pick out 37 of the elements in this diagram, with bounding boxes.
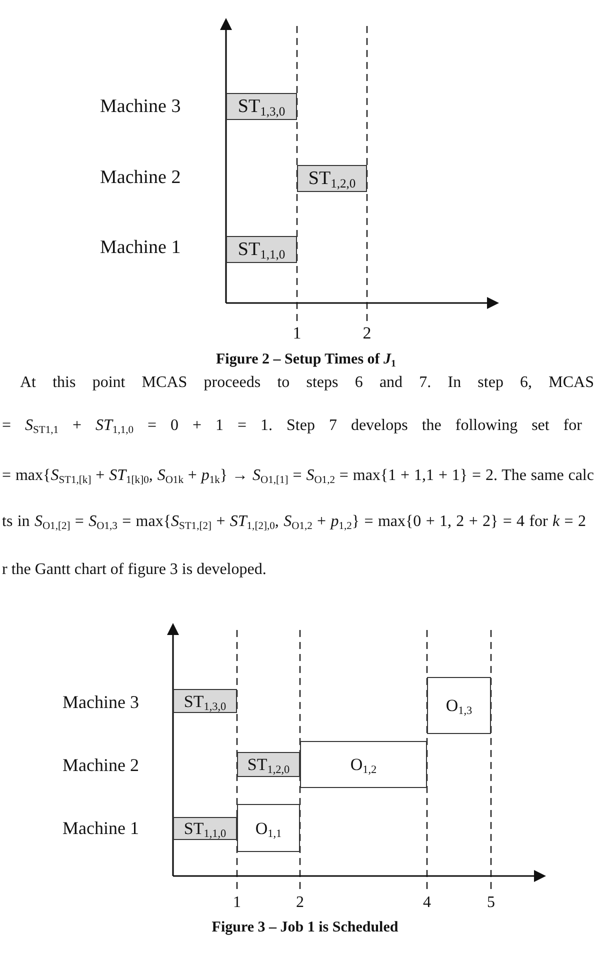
bar-label: ST$_{1,1,0}$ (184, 820, 226, 837)
operation-box (427, 677, 491, 734)
operation-box (237, 804, 300, 852)
bar-label: ST$_{1,2,0}$ (247, 756, 290, 773)
paragraph-line: = S$_{ST1,1}$ + ST$_{1,1,0}$ = 0 + 1 = 1. Step 7 develops the following set for (2, 416, 582, 436)
machine-label: Machine 3 (100, 95, 182, 119)
tick-label: 1 (292, 322, 302, 344)
tick-label: 2 (295, 893, 305, 913)
paragraph-line: = max{S$_{ST1,[k]}$ + ST$_{1[k]0}$, S$_{O1k}$ + p$_{1k}$} → S$_{O1,[1]}$ = S$_{O1,2}$ = max{1 + 1,1 + 1} = 2. The same calc (2, 466, 594, 486)
bar-label: O$_{1,2}$ (350, 756, 377, 773)
setup-time-bar (237, 752, 300, 777)
machine-label: Machine 1 (62, 816, 139, 840)
operation-box (300, 741, 427, 788)
machine-label: Machine 1 (100, 236, 182, 260)
figure-caption: Figure 3 – Job 1 is Scheduled (210, 918, 400, 938)
tick-label: 4 (422, 893, 432, 913)
bar-label: ST$_{1,1,0}$ (238, 240, 286, 259)
tick-label: 5 (486, 893, 496, 913)
machine-label: Machine 2 (62, 754, 139, 776)
paragraph-line: r the Gantt chart of figure 3 is developed. (2, 560, 268, 580)
tick-label: 1 (232, 893, 242, 913)
bar-label: ST$_{1,2,0}$ (308, 169, 356, 188)
bar-label: O$_{1,1}$ (255, 820, 282, 836)
setup-time-bar (226, 93, 297, 120)
setup-time-bar (173, 689, 237, 713)
machine-label: Machine 2 (100, 166, 182, 190)
tick-label: 2 (362, 322, 372, 344)
bar-label: O$_{1,3}$ (446, 697, 472, 714)
setup-time-bar (173, 817, 237, 840)
paragraph-line: At this point MCAS proceeds to steps 6 and 7. In step 6, MCAS (20, 373, 594, 393)
setup-time-bar (226, 236, 297, 263)
setup-time-bar (297, 165, 367, 192)
machine-label: Machine 3 (62, 690, 139, 714)
figure-caption: Figure 2 – Setup Times of J$_{1}$ (215, 350, 397, 370)
bar-label: ST$_{1,3,0}$ (238, 97, 286, 116)
paragraph-line: ts in S$_{O1,[2]}$ = S$_{O1,3}$ = max{S$_{ST1,[2]}$ + ST$_{1,[2],0}$, S$_{O1,2}$ + p$_{1,2}$} = max{0 + 1, 2 + 2} = 4 for k = 2 (2, 512, 586, 532)
bar-label: ST$_{1,3,0}$ (184, 692, 226, 710)
